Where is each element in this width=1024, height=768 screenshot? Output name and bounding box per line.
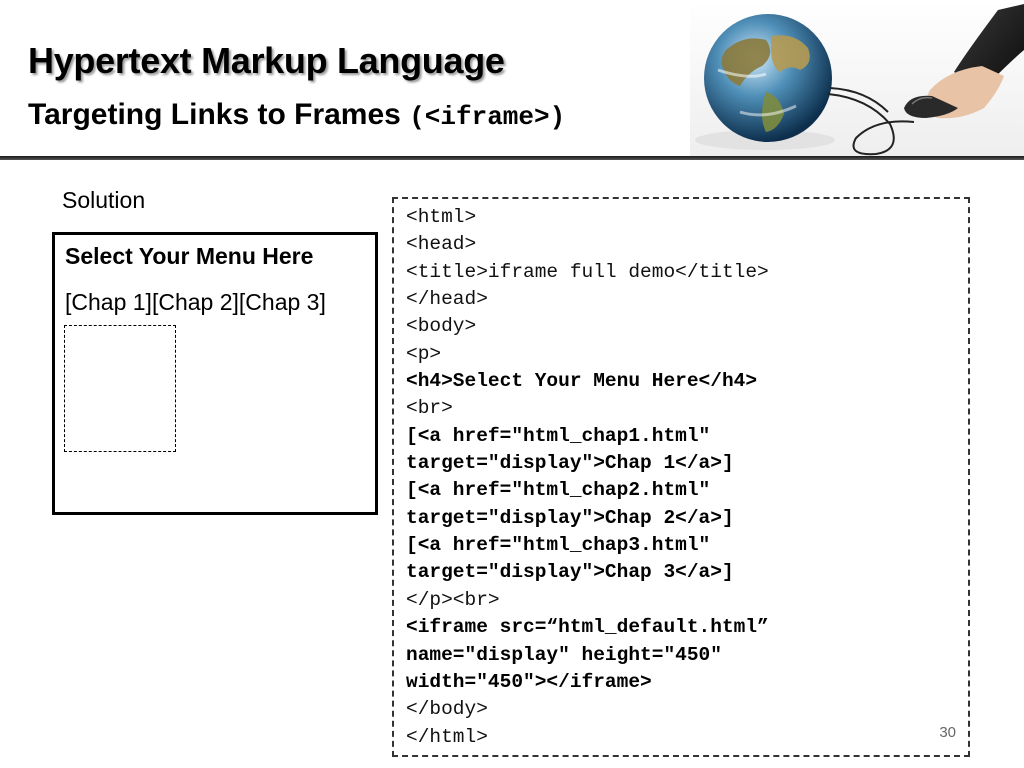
iframe-placeholder: [64, 325, 176, 452]
code-line: [<a href="html_chap3.html": [406, 534, 711, 557]
code-line: <h4>Select Your Menu Here</h4>: [406, 370, 758, 393]
page-number: 30: [939, 724, 956, 741]
code-line: </html>: [406, 725, 488, 748]
code-line: <p>: [406, 342, 442, 365]
code-line: [<a href="html_chap2.html": [406, 479, 711, 502]
code-line: <title>iframe full demo</title>: [406, 260, 769, 283]
code-line: </head>: [406, 288, 488, 311]
code-line: <head>: [406, 233, 477, 256]
subtitle-text: Targeting Links to Frames: [28, 98, 410, 131]
rendered-demo-window: Select Your Menu Here [Chap 1][Chap 2][C…: [52, 232, 378, 515]
code-line: [<a href="html_chap1.html": [406, 424, 711, 447]
globe-mouse-image: [680, 0, 1024, 156]
code-line: </p><br>: [406, 588, 500, 611]
code-line: target="display">Chap 3</a>]: [406, 561, 734, 584]
code-listing-box: <html> <head> <title>iframe full demo</tit…: [392, 197, 970, 757]
code-line: name="display" height="450": [406, 643, 722, 666]
slide-title: Hypertext Markup Language: [28, 40, 505, 81]
demo-link-row: [Chap 1][Chap 2][Chap 3]: [65, 289, 326, 316]
globe-mouse-icon: [680, 0, 1024, 156]
header-divider: [0, 156, 1024, 160]
chap3-link[interactable]: [Chap 3]: [238, 289, 326, 315]
code-line: target="display">Chap 2</a>]: [406, 506, 734, 529]
solution-label: Solution: [62, 187, 146, 213]
code-line: <iframe src=“html_default.html”: [406, 616, 769, 639]
code-line: width="450"></iframe>: [406, 670, 652, 693]
code-listing: <html> <head> <title>iframe full demo</tit…: [406, 204, 769, 751]
demo-heading: Select Your Menu Here: [65, 243, 314, 269]
subtitle-code: (<iframe>): [409, 102, 566, 132]
slide-subtitle: Targeting Links to Frames (<iframe>): [28, 98, 565, 132]
code-line: <html>: [406, 206, 477, 228]
chap1-link[interactable]: [Chap 1]: [65, 289, 152, 315]
code-line: target="display">Chap 1</a>]: [406, 452, 734, 475]
code-line: </body>: [406, 698, 488, 721]
code-line: <br>: [406, 397, 453, 420]
code-line: <body>: [406, 315, 477, 338]
chap2-link[interactable]: [Chap 2]: [151, 289, 239, 315]
